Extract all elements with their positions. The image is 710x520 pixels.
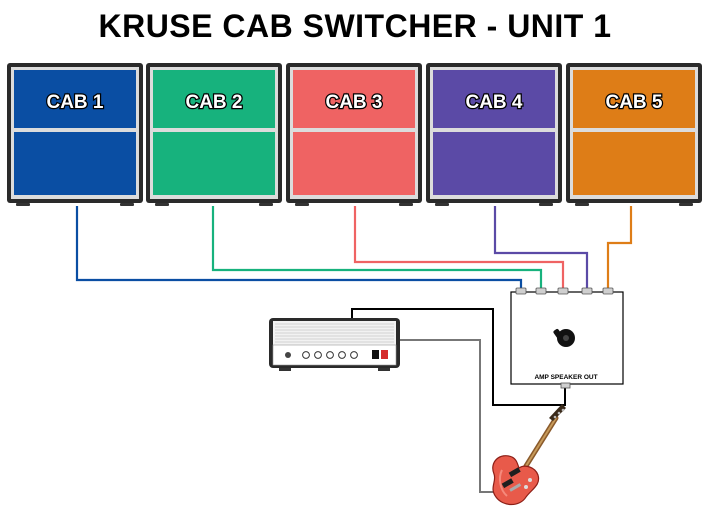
cable-amp-output <box>351 308 566 406</box>
cable-cab-2 <box>211 206 543 292</box>
cabinet-bottom-panel <box>14 132 136 195</box>
cabinet-top-panel <box>433 70 555 128</box>
cabinet-label: CAB 5 <box>605 92 662 113</box>
amp-input-jack <box>285 352 291 358</box>
cabinet-top-panel <box>573 70 695 128</box>
cabinet-bottom-panel <box>293 132 415 195</box>
electric-guitar-icon <box>492 404 566 506</box>
cabinet-bottom-panel <box>573 132 695 195</box>
cabinet-2: CAB 2 <box>146 63 282 203</box>
cable-cab-5 <box>606 206 633 292</box>
switcher-box: AMP SPEAKER OUT <box>510 287 624 389</box>
cable-cab-1 <box>75 206 523 292</box>
cabinet-label: CAB 2 <box>185 92 242 113</box>
cabinet-top-panel <box>153 70 275 128</box>
cable-cab-4 <box>493 206 589 292</box>
rotary-switch-knob-icon[interactable] <box>553 328 575 347</box>
cabinet-label: CAB 1 <box>46 92 103 113</box>
switcher-input-jacks <box>515 287 614 295</box>
cabinet-bottom-panel <box>153 132 275 195</box>
amp-speaker-out-label: AMP SPEAKER OUT <box>534 374 597 381</box>
cabinet-label: CAB 4 <box>465 92 522 113</box>
amp-speaker-out-jack <box>560 382 571 389</box>
cabinet-4: CAB 4 <box>426 63 562 203</box>
diagram-title: KRUSE CAB SWITCHER - UNIT 1 <box>98 8 612 44</box>
amp-head-icon <box>269 318 400 371</box>
cabinet-bottom-panel <box>433 132 555 195</box>
cabinet-5: CAB 5 <box>566 63 702 203</box>
cabinet-feet <box>16 203 693 206</box>
cabinet-1: CAB 1 <box>7 63 143 203</box>
cabinet-label: CAB 3 <box>325 92 382 113</box>
cabinet-3: CAB 3 <box>286 63 422 203</box>
cable-cab-3 <box>353 206 565 292</box>
cabinet-top-panel <box>293 70 415 128</box>
cabinet-top-panel <box>14 70 136 128</box>
